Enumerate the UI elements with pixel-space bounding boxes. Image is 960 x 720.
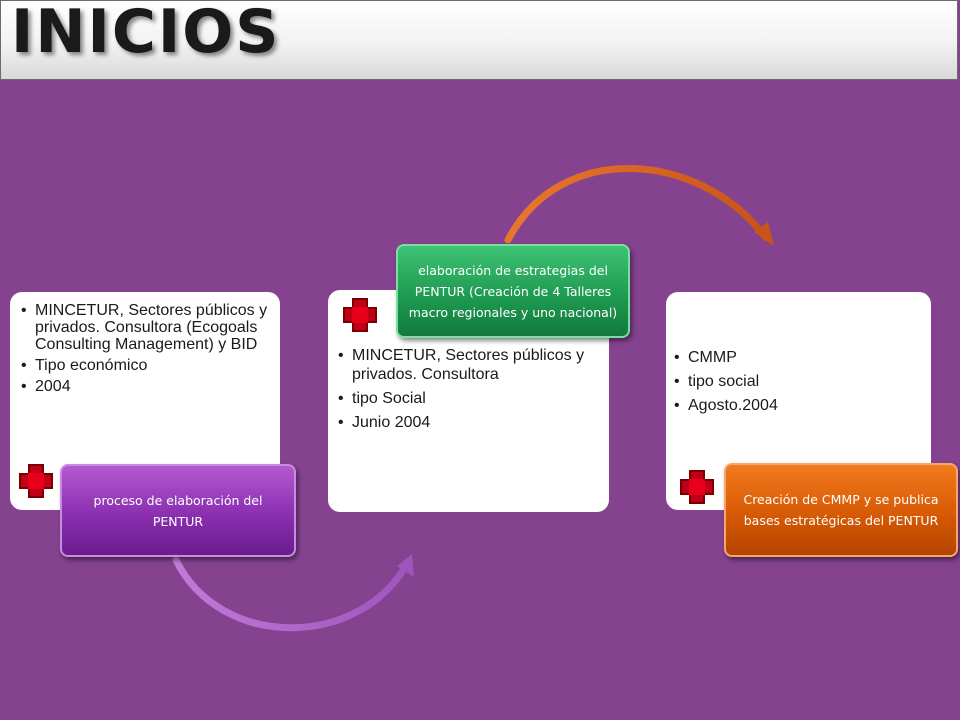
stage-2-label-text: elaboración de estrategias del PENTUR (C… [408, 262, 618, 320]
cross-icon [680, 470, 714, 504]
cross-icon [19, 464, 53, 498]
bullet-item: tipo social [674, 372, 919, 391]
bullet-item: 2004 [21, 378, 268, 395]
bullet-item: MINCETUR, Sectores públicos y privados. … [338, 346, 597, 384]
bullet-item: Tipo económico [21, 357, 268, 374]
stage-3-label: Creación de CMMP y se publica bases estr… [724, 463, 958, 557]
bullet-item: MINCETUR, Sectores públicos y privados. … [21, 302, 268, 353]
title-bar: INICIOS [0, 0, 958, 80]
bullet-item: tipo Social [338, 389, 597, 408]
stage-2-label: elaboración de estrategias del PENTUR (C… [396, 244, 630, 338]
arrow-icon [754, 222, 774, 246]
stage-1-label-text: proceso de elaboración del PENTUR [93, 492, 263, 529]
arrow-icon [397, 554, 414, 577]
stage-2-bullets: MINCETUR, Sectores públicos y privados. … [338, 346, 597, 432]
bullet-item: Junio 2004 [338, 413, 597, 432]
stage-3-label-text: Creación de CMMP y se publica bases estr… [743, 492, 939, 528]
arrow-icon [504, 165, 770, 244]
bullet-item: CMMP [674, 348, 919, 367]
slide-title: INICIOS [11, 0, 281, 67]
stage-1-bullets: MINCETUR, Sectores públicos y privados. … [21, 302, 268, 395]
bullet-item: Agosto.2004 [674, 396, 919, 415]
stage-1-label: proceso de elaboración del PENTUR [60, 464, 296, 557]
cross-icon [343, 298, 377, 332]
arrow-icon [172, 556, 412, 632]
stage-3-bullets: CMMP tipo social Agosto.2004 [674, 348, 919, 415]
